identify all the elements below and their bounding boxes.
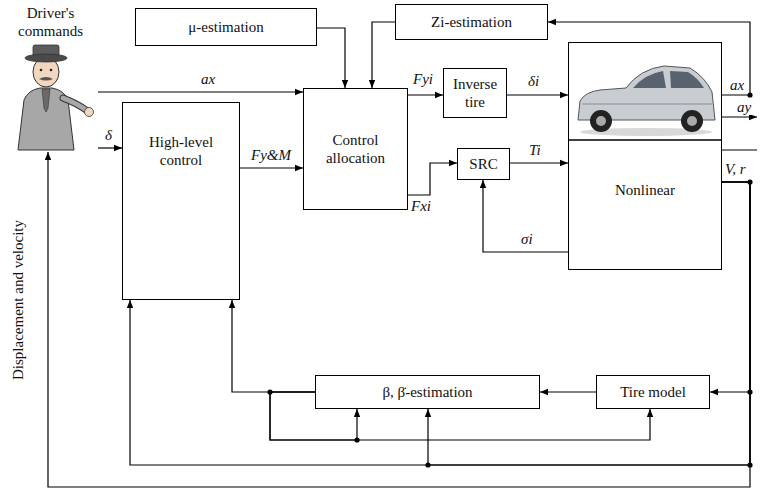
car-hub: [687, 116, 697, 126]
vehicle-divider: [568, 139, 722, 140]
node-text: Zi-estimation: [431, 13, 512, 31]
signal-arrow: [240, 167, 303, 168]
node-text: High-level control: [128, 133, 234, 169]
node-text: Driver's commands: [5, 4, 96, 40]
driver-arm: [63, 98, 86, 110]
process-box: Inverse tire: [443, 68, 507, 118]
signal-label: Fxi: [410, 199, 432, 214]
node-text: μ-estimation: [188, 18, 264, 36]
signal-label: δ: [104, 128, 113, 143]
process-box: Control allocation: [303, 88, 408, 210]
signal-label: Ti: [528, 143, 542, 158]
car-picture: [578, 66, 715, 136]
driver-figure: Driver's commands: [3, 2, 98, 152]
signal-arrow: [548, 22, 750, 95]
car-window: [670, 71, 704, 88]
process-box: β, β̇-estimation: [315, 375, 540, 409]
process-box: Tire model: [596, 375, 710, 409]
node-text: SRC: [469, 155, 497, 173]
signal-label: ax: [200, 72, 216, 87]
driver-hand: [85, 108, 94, 117]
signal-arrow: [317, 28, 345, 88]
node-text: Inverse tire: [449, 75, 501, 111]
signal-arrow: [408, 163, 457, 195]
signal-arrow: [98, 91, 303, 92]
process-box: μ-estimation: [135, 8, 317, 46]
signal-arrow: [428, 182, 750, 465]
car-hub: [596, 116, 606, 126]
signal-arrow: [483, 180, 568, 252]
signal-arrow: [507, 94, 568, 95]
driver-eye: [40, 69, 43, 72]
signal-arrow: [510, 162, 568, 163]
driver-eye: [50, 69, 53, 72]
vehicle-box: Nonlinear: [568, 42, 722, 270]
signal-label: Displacement and velocity: [11, 219, 26, 381]
car-window: [633, 71, 666, 88]
signal-arrow: [98, 147, 122, 148]
driver-moustache: [39, 77, 53, 81]
signal-label: ay: [736, 100, 752, 115]
process-box: Zi-estimation: [395, 4, 548, 40]
driver-tie: [42, 89, 50, 112]
driver-arm: [63, 98, 86, 110]
signal-label: δi: [527, 74, 540, 89]
signal-label: σi: [520, 232, 534, 247]
car-wheel: [681, 110, 703, 132]
signal-arrow: [540, 391, 596, 392]
signal-label: V, r: [724, 162, 747, 177]
signal-arrow: [372, 22, 395, 88]
output-line: [722, 149, 757, 150]
signal-label: Fy&M: [250, 148, 292, 163]
signal-arrow: [232, 300, 315, 392]
signal-arrow: [408, 94, 443, 95]
signal-label: ax: [729, 78, 745, 93]
driver-figure: [18, 45, 94, 150]
car-trim: [582, 104, 712, 105]
node-text: Nonlinear: [615, 181, 675, 199]
node-text: Tire model: [620, 383, 686, 401]
output-arrow: [722, 116, 757, 117]
car-wheel: [590, 110, 612, 132]
signal-arrow: [710, 182, 750, 392]
controller-box: High-level control: [122, 102, 240, 300]
driver-hat-brim: [25, 54, 67, 62]
signal-label: Fyi: [412, 72, 434, 87]
node-text: Control allocation: [309, 131, 402, 167]
process-box: SRC: [457, 148, 510, 180]
node-text: β, β̇-estimation: [382, 383, 472, 401]
